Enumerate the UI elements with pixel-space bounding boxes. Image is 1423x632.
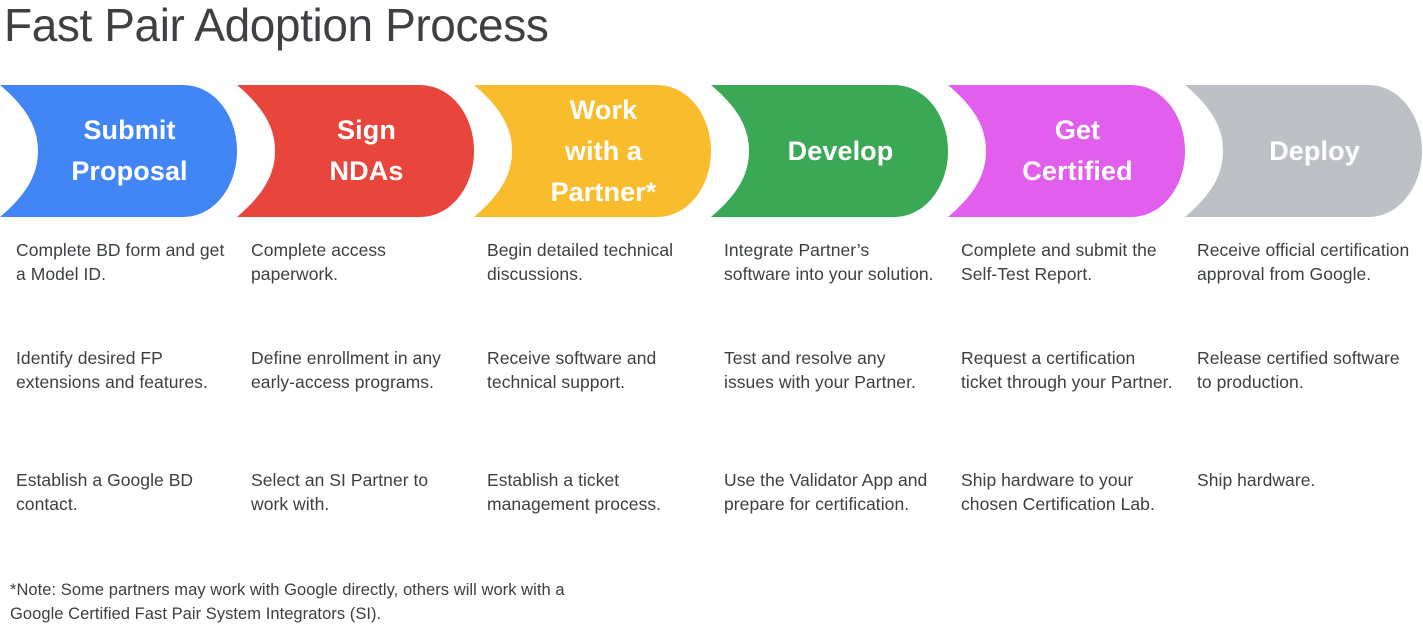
stage-chevron-deploy[interactable]: Deploy bbox=[1185, 85, 1422, 217]
stage-chevron-submit-proposal[interactable]: Submit Proposal bbox=[0, 85, 237, 217]
stage-label-deploy: Deploy bbox=[1204, 131, 1404, 172]
stage-label-line: Develop bbox=[787, 135, 894, 166]
chevron-shape-icon bbox=[0, 85, 237, 217]
bullet-item: Ship hardware to your chosen Certificati… bbox=[961, 470, 1155, 514]
stage-chevron-work-with-a-partner[interactable]: Work with a Partner* bbox=[474, 85, 711, 217]
bullet-item: Complete and submit the Self-Test Report… bbox=[961, 240, 1157, 284]
bullet-item: Receive software and technical support. bbox=[487, 348, 657, 392]
stage-label-submit-proposal: Submit Proposal bbox=[19, 110, 219, 192]
stage-bullets-grid: Complete BD form and get a Model ID. Ide… bbox=[0, 238, 1423, 558]
chevron-shape-icon bbox=[948, 85, 1185, 217]
bullet-item: Request a certification ticket through y… bbox=[961, 348, 1173, 392]
bullet-item: Ship hardware. bbox=[1197, 470, 1316, 490]
stage-label-sign-ndas: Sign NDAs bbox=[256, 110, 456, 192]
stage-label-line: Proposal bbox=[71, 156, 188, 186]
stage-label-line: Sign bbox=[337, 115, 396, 145]
stage-chevron-get-certified[interactable]: Get Certified bbox=[948, 85, 1185, 217]
stage-label-line: Deploy bbox=[1269, 135, 1360, 166]
stage-label-line: Partner* bbox=[550, 176, 657, 207]
stage-label-line: Submit bbox=[83, 115, 176, 145]
chevron-shape-icon bbox=[711, 85, 948, 217]
stage-label-line: Work bbox=[569, 94, 638, 125]
chevron-shape-icon bbox=[1185, 85, 1422, 217]
footnote: *Note: Some partners may work with Googl… bbox=[10, 578, 710, 626]
bullet-item: Integrate Partner’s software into your s… bbox=[724, 240, 934, 284]
footnote-line: *Note: Some partners may work with Googl… bbox=[10, 581, 565, 599]
bullet-item: Begin detailed technical discussions. bbox=[487, 240, 674, 284]
page-title: Fast Pair Adoption Process bbox=[4, 0, 549, 51]
stage-label-line: with a bbox=[564, 135, 643, 166]
bullet-item: Use the Validator App and prepare for ce… bbox=[724, 470, 928, 514]
stage-label-line: NDAs bbox=[329, 156, 404, 186]
stage-label-line: Certified bbox=[1022, 156, 1133, 186]
stage-chevron-develop[interactable]: Develop bbox=[711, 85, 948, 217]
chevron-shape-icon bbox=[237, 85, 474, 217]
bullet-item: Establish a Google BD contact. bbox=[16, 470, 194, 514]
stage-chevron-sign-ndas[interactable]: Sign NDAs bbox=[237, 85, 474, 217]
stage-label-develop: Develop bbox=[730, 131, 930, 172]
stage-label-line: Get bbox=[1054, 115, 1101, 145]
bullet-item: Establish a ticket management process. bbox=[487, 470, 662, 514]
bullet-item: Complete BD form and get a Model ID. bbox=[16, 240, 225, 284]
bullet-item: Define enrollment in any early-access pr… bbox=[251, 348, 441, 392]
bullet-item: Complete access paperwork. bbox=[251, 240, 386, 284]
bullet-item: Select an SI Partner to work with. bbox=[251, 470, 429, 514]
footnote-line: Google Certified Fast Pair System Integr… bbox=[10, 605, 382, 623]
process-chevron-band: Submit Proposal Sign NDAs Work with a Pa… bbox=[0, 85, 1423, 217]
chevron-shape-icon bbox=[474, 85, 711, 217]
bullet-item: Test and resolve any issues with your Pa… bbox=[724, 348, 916, 392]
stage-label-get-certified: Get Certified bbox=[967, 110, 1167, 192]
bullet-item: Receive official certification approval … bbox=[1197, 240, 1410, 284]
bullet-item: Identify desired FP extensions and featu… bbox=[16, 348, 208, 392]
bullet-item: Release certified software to production… bbox=[1197, 348, 1400, 392]
stage-label-work-with-a-partner: Work with a Partner* bbox=[493, 90, 693, 213]
